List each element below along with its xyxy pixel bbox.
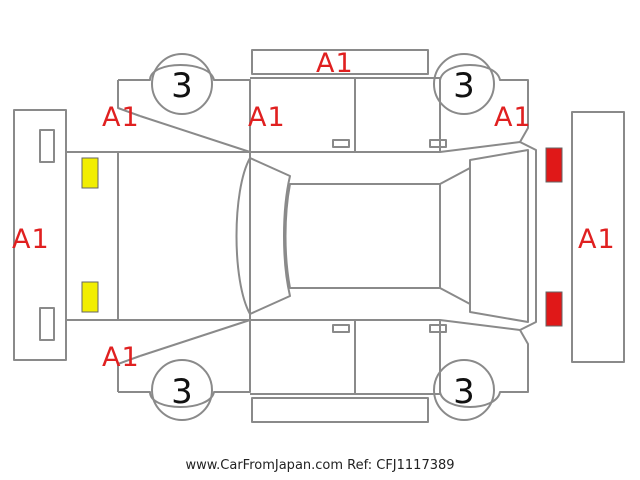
tyre-rear-right-circle [433,359,495,421]
tyre-rear-left-circle [433,53,495,115]
headlamp-left [81,157,99,189]
tyre-rear-left-grade: 3 [453,66,475,106]
rear-bumper-panel [571,111,625,363]
footer-reference: www.CarFromJapan.com Ref: CFJ1117389 [185,458,455,473]
right-side-profile [117,319,529,423]
hood-panel [117,151,251,321]
damage-mark-front-left-door: A1 [248,102,286,133]
left-side-profile [117,49,529,153]
tyre-front-left-circle [151,53,213,115]
windshield [235,157,291,315]
cabin-outline [250,141,537,331]
damage-mark-front-bumper: A1 [12,224,50,255]
tyre-front-right-circle [151,359,213,421]
damage-mark-rear-left-quarter: A1 [102,342,140,373]
tyre-front-right-grade: 3 [171,372,193,412]
damage-mark-front-right-fender: A1 [494,102,532,133]
tyre-rear-right-grade: 3 [453,372,475,412]
roof-panel [284,183,441,289]
front-bumper-panel [13,109,67,361]
damage-mark-front-left-fender: A1 [102,102,140,133]
headlamp-right [81,281,99,313]
damage-mark-rear-bumper: A1 [578,224,616,255]
tyre-front-left-grade: 3 [171,66,193,106]
trunk-panel [469,149,529,323]
damage-mark-roof: A1 [316,48,354,79]
rear-window [439,167,471,305]
taillamp-left [545,147,563,183]
taillamp-right [545,291,563,327]
